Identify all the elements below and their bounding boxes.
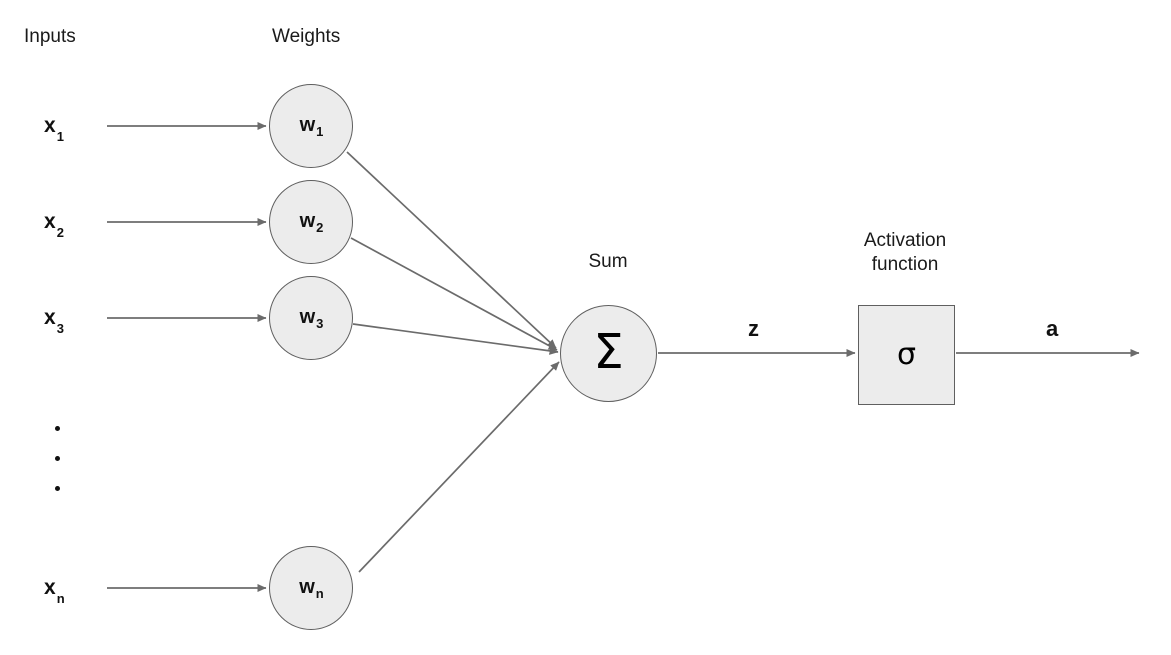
ellipsis-dot-1 [55,426,60,431]
sigma-sum-icon: Σ [593,323,624,380]
header-inputs: Inputs [24,26,76,47]
input-label-3: x3 [44,306,64,337]
input-sub-3: 3 [56,321,64,337]
weight-base-n: w [299,576,315,598]
input-base-2: x [44,210,56,233]
input-base-n: x [44,576,56,599]
sum-node[interactable]: Σ [560,305,657,402]
weight-node-n-label: wn [299,576,324,601]
input-label-1: x1 [44,114,64,145]
header-weights: Weights [272,26,341,47]
activation-label-line2: function [871,254,939,275]
weight-node-2-label: w2 [299,210,324,235]
input-sub-n: n [56,591,65,607]
weight-node-2[interactable]: w2 [269,180,353,264]
input-label-2: x2 [44,210,64,241]
weight-base-1: w [299,114,316,136]
input-sub-2: 2 [56,225,64,241]
weight-base-3: w [299,306,316,328]
arrow-weight-1-to-sum [346,151,557,349]
weight-node-1[interactable]: w1 [269,84,353,168]
arrow-weight-3-to-sum [352,323,559,355]
weight-node-1-label: w1 [299,114,324,139]
sigma-activation-icon: σ [896,337,916,372]
input-sub-1: 1 [56,129,64,145]
arrow-weight-2-to-sum [350,237,558,351]
sum-label: Sum [588,251,628,272]
activation-function-box[interactable]: σ [858,305,955,405]
arrow-weight-n-to-sum [358,361,560,573]
weight-sub-3: 3 [316,316,324,331]
input-label-n: xn [44,576,65,607]
signal-label-a: a [1046,316,1059,341]
weight-sub-n: n [315,586,324,601]
weight-node-n[interactable]: wn [269,546,353,630]
weight-sub-2: 2 [316,220,324,235]
activation-label-line1: Activation [863,230,947,251]
signal-label-z: z [748,316,759,341]
input-base-3: x [44,306,56,329]
weight-sub-1: 1 [316,124,324,139]
ellipsis-dot-3 [55,486,60,491]
weight-node-3[interactable]: w3 [269,276,353,360]
weight-base-2: w [299,210,316,232]
input-base-1: x [44,114,56,137]
ellipsis-dot-2 [55,456,60,461]
weight-node-3-label: w3 [299,306,324,331]
